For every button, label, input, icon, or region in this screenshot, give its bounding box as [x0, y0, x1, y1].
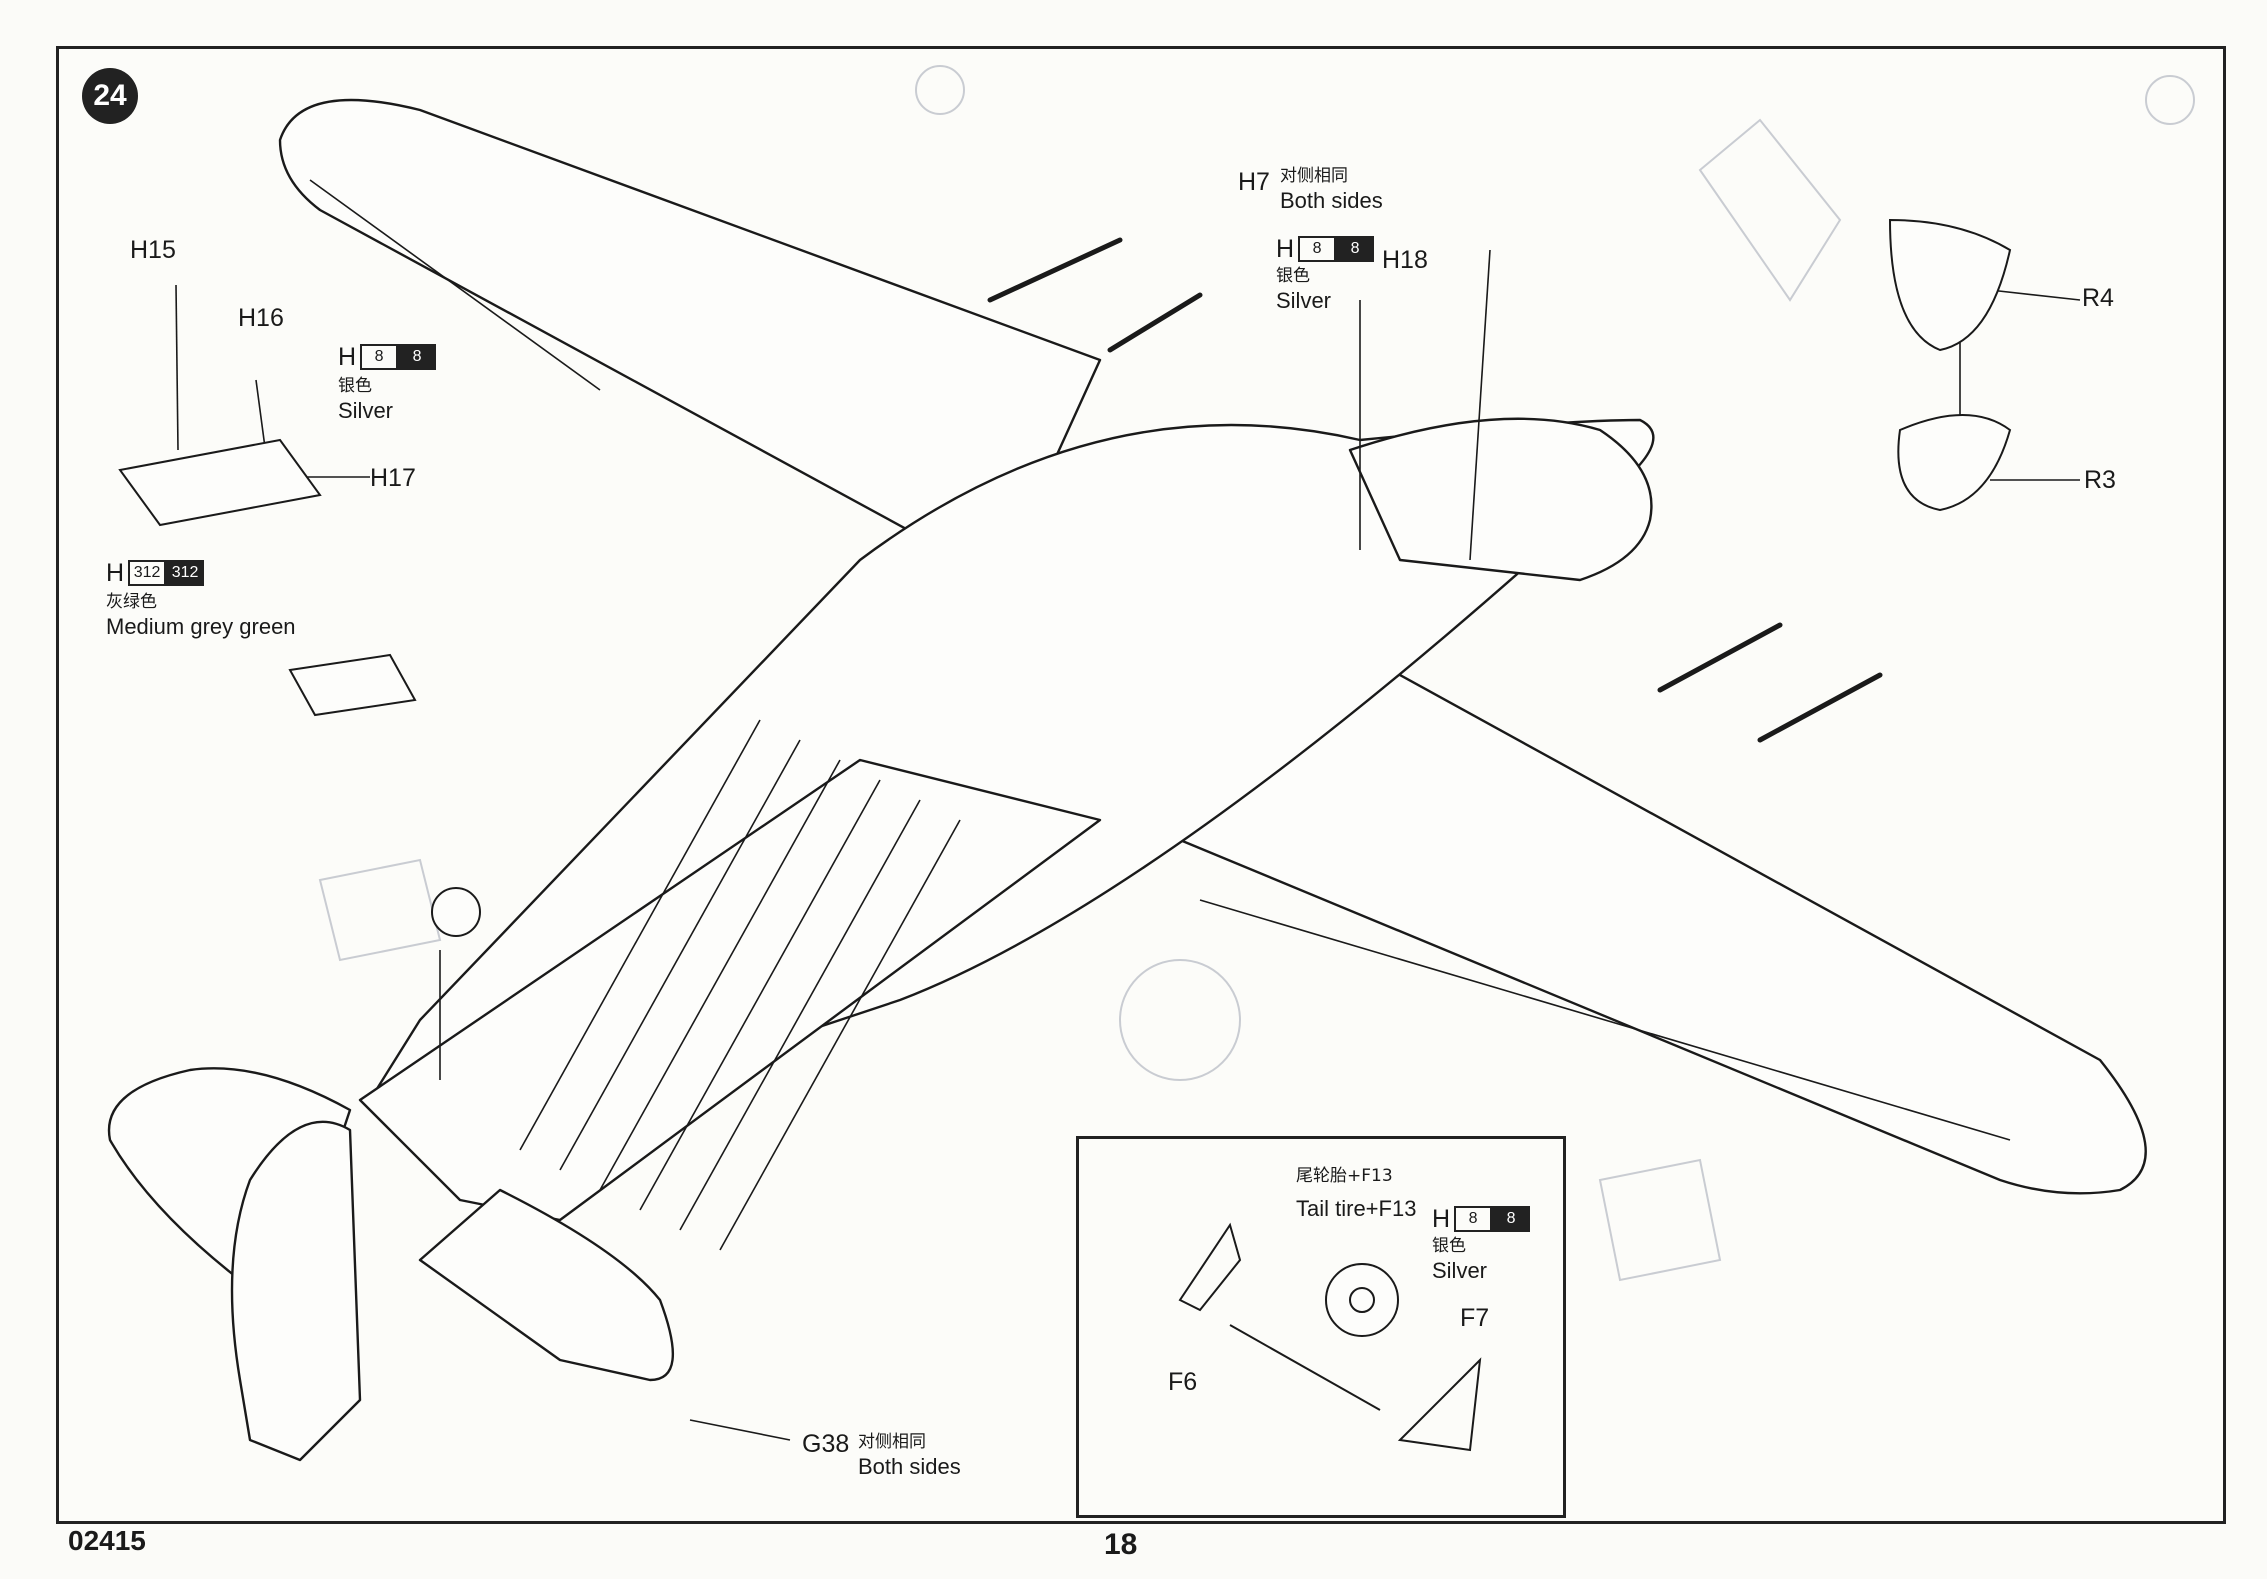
tail-tire-en: Tail tire+F13	[1296, 1196, 1417, 1221]
paint-callout-silver-inset: H 8 8	[1432, 1204, 1531, 1233]
right-wing	[1178, 618, 2147, 1195]
left-wing	[278, 98, 1102, 582]
part-label-h7: H7	[1238, 168, 1270, 196]
hatch-parts	[118, 218, 2012, 937]
paint-name-en: Silver	[338, 398, 394, 423]
tail-wheel-inset-box	[1076, 1136, 1566, 1518]
step-number-badge: 24	[82, 68, 138, 124]
part-label-h15: H15	[130, 236, 176, 264]
paint-code: 312	[128, 560, 167, 586]
h7-note-cn: 对侧相同	[1280, 166, 1348, 186]
part-label-r4: R4	[2082, 284, 2114, 312]
paint-letter: H	[1276, 234, 1295, 263]
g38-note-en: Both sides	[858, 1454, 961, 1479]
paint-callout-silver-center: H 8 8	[1276, 234, 1375, 263]
paint-name-cn: 灰绿色	[106, 592, 157, 612]
paint-code: 8	[1298, 236, 1337, 262]
part-label-h18: H18	[1382, 246, 1428, 274]
tail-tire-cn: 尾轮胎+F13	[1296, 1166, 1393, 1186]
paint-name-en: Silver	[1432, 1258, 1488, 1283]
bleed-through-ghost	[318, 65, 2195, 1282]
part-label-r3: R3	[2084, 466, 2116, 494]
wing-cannons	[987, 237, 1883, 743]
paint-callout-silver-left: H 8 8	[338, 342, 437, 371]
part-label-h17: H17	[370, 464, 416, 492]
paint-name-en: Medium grey green	[106, 614, 296, 639]
paint-letter: H	[106, 558, 125, 587]
inset-tail-wheel-drawing	[1178, 1222, 1482, 1452]
g38-note-cn: 对侧相同	[858, 1432, 926, 1452]
part-label-f7: F7	[1460, 1304, 1490, 1332]
paint-letter: H	[338, 342, 357, 371]
assembly-leader-lines	[175, 249, 2081, 1441]
h7-note-en: Both sides	[1280, 188, 1383, 213]
paint-code-alt: 312	[166, 560, 205, 586]
panel-lines	[309, 179, 2011, 1251]
paint-code: 8	[1454, 1206, 1493, 1232]
paint-code: 8	[360, 344, 399, 370]
paint-callout-grey-green: H 312 312	[106, 558, 205, 587]
product-code: 02415	[68, 1525, 146, 1556]
part-label-g38: G38	[802, 1430, 850, 1458]
vertical-tail	[230, 1120, 362, 1462]
engine-cowling	[1348, 417, 1653, 582]
part-label-h16: H16	[238, 304, 284, 332]
page-number: 18	[1104, 1528, 1138, 1561]
part-label-f6: F6	[1168, 1368, 1198, 1396]
paint-name-cn: 银色	[1432, 1236, 1466, 1256]
paint-name-cn: 银色	[338, 376, 372, 396]
paint-code-alt: 8	[398, 344, 437, 370]
paint-code-alt: 8	[1336, 236, 1375, 262]
paint-code-alt: 8	[1492, 1206, 1531, 1232]
paint-name-en: Silver	[1276, 288, 1332, 313]
paint-name-cn: 银色	[1276, 266, 1310, 286]
paint-letter: H	[1432, 1204, 1451, 1233]
horizontal-tail-right	[418, 1188, 675, 1382]
